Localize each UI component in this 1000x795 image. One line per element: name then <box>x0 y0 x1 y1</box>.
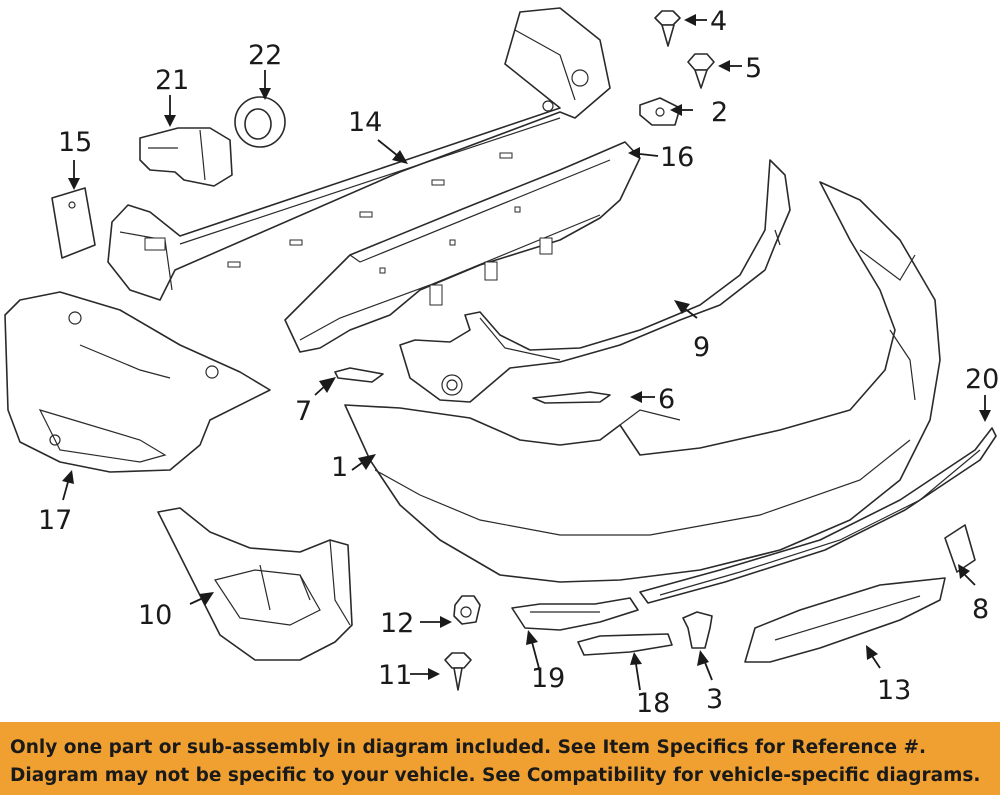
callout-17: 17 <box>38 505 72 536</box>
part-15-pad <box>51 187 96 259</box>
part-6-strip <box>532 391 611 404</box>
callout-22: 22 <box>248 40 282 71</box>
part-18-trim <box>577 633 673 656</box>
part-20-molding <box>639 427 997 604</box>
notice-line-1: Only one part or sub-assembly in diagram… <box>10 737 927 758</box>
notice-line-2: Diagram may not be specific to your vehi… <box>10 765 981 786</box>
callout-19: 19 <box>531 663 565 694</box>
callout-8: 8 <box>972 594 989 625</box>
part-12-nut <box>453 595 481 625</box>
part-16-energy-absorber <box>284 141 641 353</box>
part-2-nut <box>639 97 681 126</box>
part-7-strip <box>334 367 384 383</box>
callout-3: 3 <box>706 684 723 715</box>
part-1-bumper-cover <box>344 181 941 583</box>
part-10-lower-bracket <box>157 507 353 661</box>
callout-14: 14 <box>348 107 382 138</box>
callout-2: 2 <box>711 97 728 128</box>
part-3-clip <box>682 611 713 649</box>
part-5-bolt <box>687 53 715 89</box>
part-13-skid-plate <box>744 577 946 663</box>
part-8-cover <box>944 524 976 573</box>
callout-4: 4 <box>710 6 727 37</box>
part-14-reinforcement-bar <box>107 7 611 301</box>
callout-5: 5 <box>745 53 762 84</box>
part-11-bolt <box>444 652 472 691</box>
callout-12: 12 <box>380 608 414 639</box>
part-9-support-bracket <box>399 159 791 403</box>
callout-9: 9 <box>693 332 710 363</box>
part-17-side-deflector <box>4 291 271 473</box>
callout-20: 20 <box>965 364 999 395</box>
callout-10: 10 <box>138 600 172 631</box>
callout-16: 16 <box>660 142 694 173</box>
parts-diagram: 1 2 3 4 5 6 7 8 9 10 11 12 13 14 15 16 1… <box>4 6 999 719</box>
callout-1: 1 <box>331 452 348 483</box>
part-4-bolt <box>654 10 681 47</box>
leader-arrows <box>62 14 991 691</box>
notice-banner: Only one part or sub-assembly in diagram… <box>0 722 1000 795</box>
callout-13: 13 <box>877 675 911 706</box>
part-21-sensor <box>139 127 233 187</box>
callout-7: 7 <box>295 396 312 427</box>
part-22-sensor-ring <box>234 96 286 148</box>
callout-labels: 1 2 3 4 5 6 7 8 9 10 11 12 13 14 15 16 1… <box>38 6 999 719</box>
callout-21: 21 <box>155 65 189 96</box>
callout-11: 11 <box>378 660 412 691</box>
part-19-trim <box>511 597 639 631</box>
callout-15: 15 <box>58 127 92 158</box>
callout-6: 6 <box>658 384 675 415</box>
callout-18: 18 <box>636 688 670 719</box>
